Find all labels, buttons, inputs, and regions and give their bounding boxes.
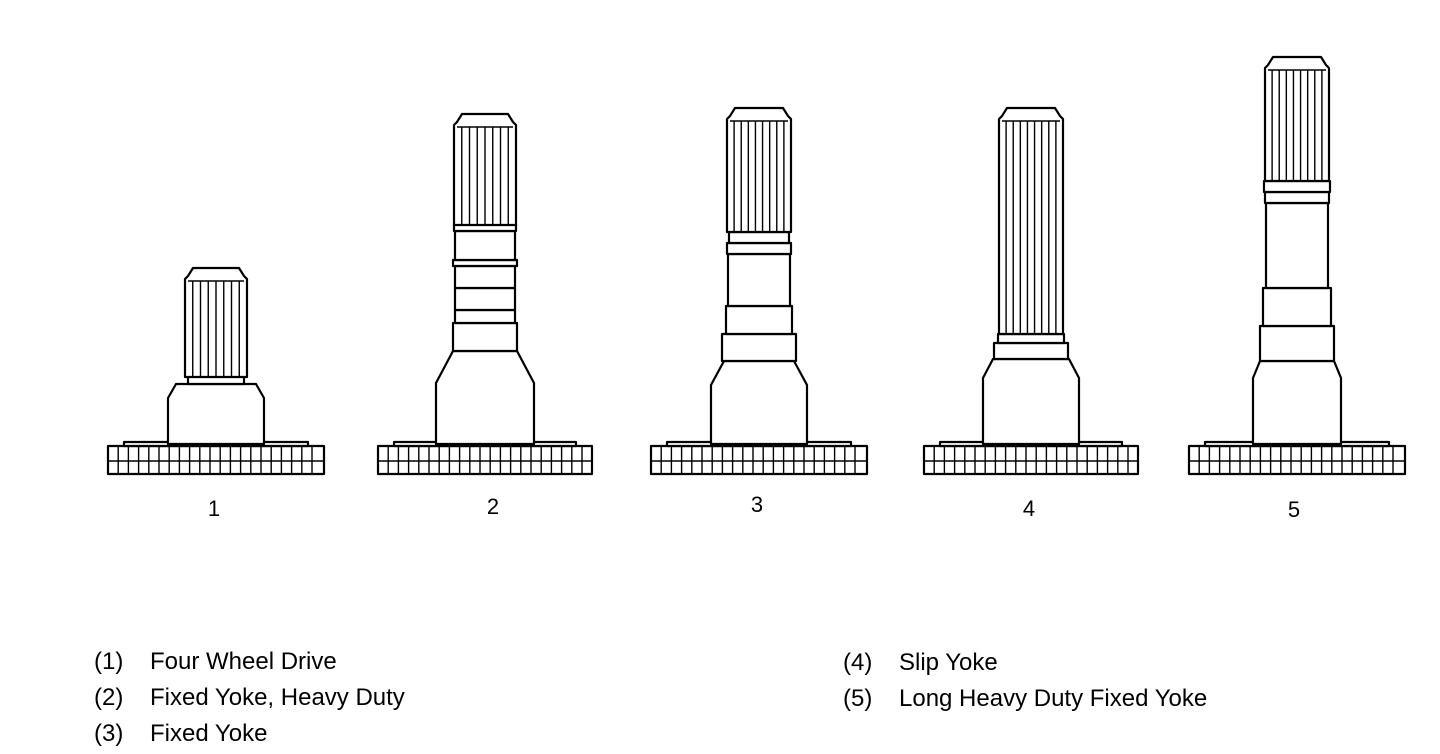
hub [166,382,266,446]
hub [709,359,809,446]
output-shaft-3 [649,106,869,476]
shaft-number-label: 3 [751,492,763,517]
spline-body [997,106,1065,336]
legend-text: Four Wheel Drive [150,648,337,675]
shaft-band [1261,286,1333,328]
legend-text: Fixed Yoke, Heavy Duty [150,684,405,711]
shaft-number-label: 4 [1023,496,1035,521]
output-shafts-drawing: 1 2 3 4 5 [106,55,1407,522]
shaft-band [726,252,792,308]
shaft-band [453,308,517,325]
output-shaft-5 [1187,55,1407,476]
hub [1251,359,1343,446]
legend-key: (3) [94,720,124,747]
shaft-number-label: 2 [487,494,499,519]
legend-key: (2) [94,684,124,711]
spline-body [725,106,793,234]
shaft-number-label: 5 [1288,497,1300,522]
neck-band [727,230,791,245]
collar-band [992,341,1070,361]
legend-text: Long Heavy Duty Fixed Yoke [899,685,1208,712]
legend-key: (5) [843,685,873,712]
shaft-band [453,264,517,290]
neck-band [996,332,1066,345]
legend-text: Slip Yoke [899,649,998,676]
flange [1187,444,1407,476]
spline-body [1263,55,1331,183]
collar-band [1258,324,1336,363]
shaft-band [724,304,794,336]
output-shaft-1 [106,266,326,476]
output-shaft-4 [922,106,1140,476]
output-shaft-2 [376,112,594,476]
flange [649,444,869,476]
hub [434,349,536,446]
shaft-band [1264,201,1330,290]
collar-band [451,321,519,353]
shaft-band [453,286,517,312]
legend-key: (4) [843,649,873,676]
flange [922,444,1140,476]
shaft-number-label: 1 [208,496,220,521]
legend-key: (1) [94,648,124,675]
neck-band [1262,179,1332,194]
flange [106,444,326,476]
neck-band [1263,190,1331,205]
hub [981,357,1081,446]
legend-text: Fixed Yoke [150,720,268,747]
neck-band [453,229,517,262]
flange [376,444,594,476]
collar-band [720,332,798,363]
neck-band [725,241,793,256]
